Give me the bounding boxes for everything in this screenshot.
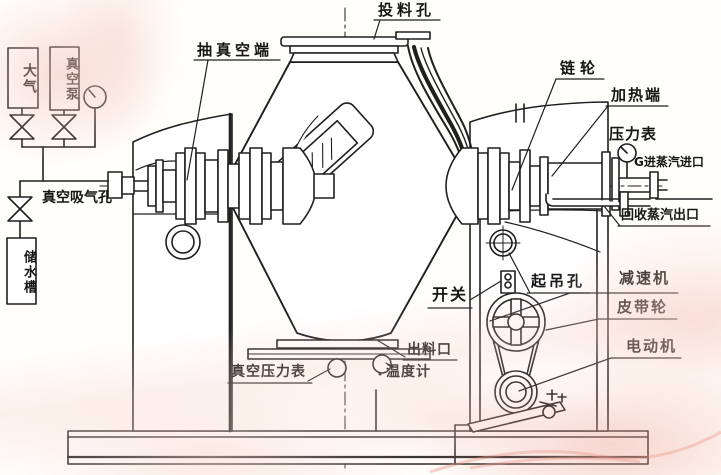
steam-inlet-fitting [649,171,659,199]
label-switch: 开关 [432,285,469,304]
label-vacuum-pressure-gauge: 真空压力表 [231,364,306,380]
label-discharge-port: 出料口 [407,342,452,358]
label-thermometer: 温度计 [386,364,431,380]
label-vacuum-suction-hole: 真空吸气孔 [42,190,112,206]
label-lifting-hole: 起吊孔 [531,272,586,290]
label-heating-end: 加热端 [611,86,663,104]
valve-icon [51,114,77,128]
label-water-tank: 储水槽 [21,249,36,295]
label-steam-inlet: G进蒸汽进口 [634,155,704,169]
vacuum-pressure-gauge-fitting [327,358,347,378]
label-atmosphere: 大气 [21,63,37,95]
label-steam-outlet: 回收蒸汽出口 [621,208,700,223]
label-motor: 电动机 [626,337,678,355]
valve-icon [7,196,33,210]
valve-icon [9,114,35,128]
label-sprocket: 链轮 [560,59,601,77]
label-pressure-gauge: 压力表 [609,125,658,143]
label-belt-pulley: 皮带轮 [617,298,669,316]
label-reducer: 减速机 [619,269,671,287]
feed-port-flange [280,36,409,47]
label-vacuum-pump: 真空泵 [63,57,78,102]
label-vacuum-end: 抽真空端 [197,41,274,59]
label-feed-port: 投料孔 [378,1,436,19]
